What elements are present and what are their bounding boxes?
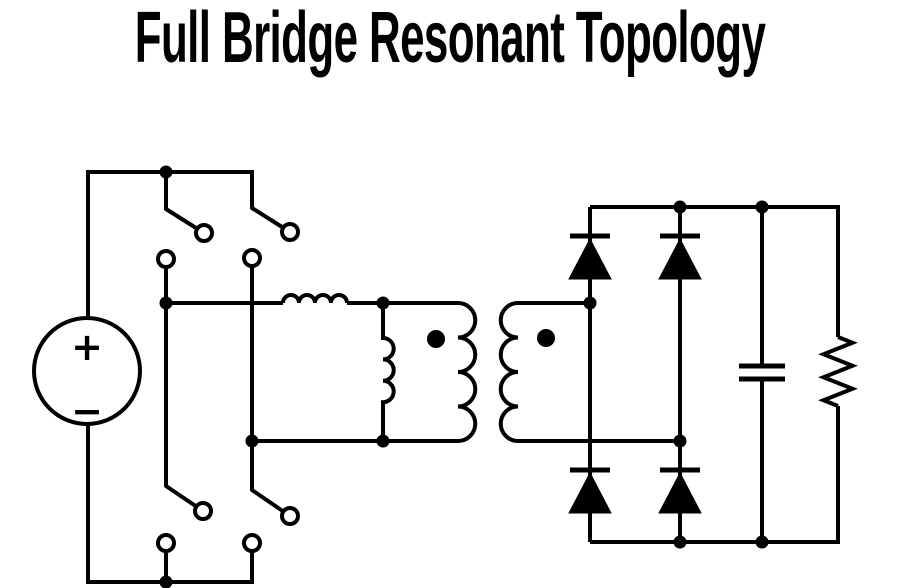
junction-dot-icon <box>755 535 769 549</box>
diode-triangle <box>568 237 612 280</box>
wire-dc-minus-rail <box>590 406 840 544</box>
junction-dots <box>159 165 769 588</box>
switch-bottom-left-contact <box>193 501 213 521</box>
switch-top-right-contact <box>280 222 300 242</box>
magnetizing-inductor <box>381 303 396 441</box>
wire-bottom-rail <box>86 424 254 584</box>
diode-bottom-left <box>568 467 612 514</box>
source-plus-label: + <box>71 325 103 369</box>
junction-dot-icon <box>159 296 173 310</box>
switch-bottom-left-terminal <box>156 533 176 553</box>
diode-bottom-right <box>658 467 702 514</box>
junction-dot-icon <box>673 434 687 448</box>
junction-dot-icon <box>245 434 259 448</box>
transformer <box>252 301 680 443</box>
junction-dot-icon <box>755 200 769 214</box>
switch-top-right-terminal <box>242 248 262 268</box>
junction-dot-icon <box>159 165 173 179</box>
transformer-secondary-winding <box>498 301 680 443</box>
switch-bottom-right-terminal <box>242 533 262 553</box>
primary-polarity-dot-icon <box>427 330 445 348</box>
switch-top-left-terminal <box>156 249 176 269</box>
diode-triangle <box>658 471 702 514</box>
diode-triangle <box>568 471 612 514</box>
wire-dc-plus-rail <box>590 205 840 337</box>
transformer-primary-winding <box>252 301 478 443</box>
output-capacitor <box>739 207 785 542</box>
junction-dot-icon <box>159 575 173 588</box>
bridge-switches <box>164 206 292 518</box>
source-circle <box>32 316 142 426</box>
junction-dot-icon <box>376 296 390 310</box>
diode-top-left <box>568 233 612 280</box>
diagram-title: Full Bridge Resonant Topology <box>134 0 766 78</box>
diode-triangle <box>658 237 702 280</box>
resonant-inductor <box>281 293 349 304</box>
wire-top-rail <box>86 170 254 319</box>
junction-dot-icon <box>376 434 390 448</box>
junction-dot-icon <box>673 535 687 549</box>
source-minus-label: − <box>71 389 103 433</box>
rectifier-diodes <box>568 233 702 514</box>
switch-bottom-right-contact <box>280 506 300 526</box>
switch-top-left-contact <box>194 223 214 243</box>
junction-dot-icon <box>673 200 687 214</box>
junction-dot-icon <box>583 296 597 310</box>
dc-voltage-source: + − <box>32 316 142 433</box>
load-resistor <box>818 335 858 408</box>
diode-top-right <box>658 233 702 280</box>
rectifier-wires <box>588 205 840 544</box>
switch-contacts <box>156 222 300 553</box>
secondary-polarity-dot-icon <box>537 329 555 347</box>
